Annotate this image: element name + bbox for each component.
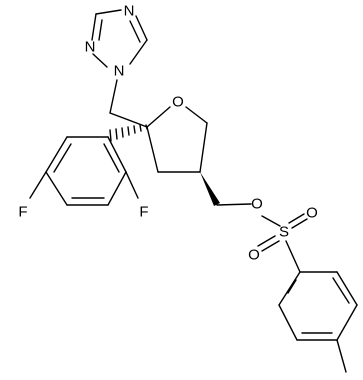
bond-tol-c1-c2-inner (287, 279, 297, 294)
bond-n1-n2 (92, 53, 108, 68)
bond-ar-c2-f (125, 171, 139, 199)
atom-o-sulfonyl-right: O (306, 205, 318, 222)
bond-c5-n1 (129, 39, 148, 65)
bond-ar-c1-c2 (107, 136, 127, 173)
atom-s-sulfonyl: S (279, 224, 289, 241)
bond-s-aryl (285, 240, 301, 273)
bond-o-s (261, 215, 281, 227)
atom-n-triazole-left: N (85, 39, 96, 56)
bond-s-o-right-2 (291, 218, 308, 229)
bond-s-o-left-1 (257, 235, 276, 247)
bond-c2-c3 (199, 122, 208, 173)
bond-tol-methyl (336, 339, 347, 373)
bold-wedge-ch2 (200, 172, 220, 206)
bond-c5-o (146, 106, 171, 128)
bond-ar-c5-c6 (45, 136, 68, 173)
triazole-ring (91, 9, 148, 68)
bond-tol-c2-c3 (278, 304, 298, 341)
bond-s-o-right-1 (288, 213, 305, 224)
bond-n4-c5-inner (129, 20, 141, 43)
tolyl-ring (278, 271, 358, 373)
atom-n-triazole-attach: N (114, 63, 125, 80)
atom-n-triazole-top: N (124, 3, 135, 20)
bond-tol-c4-c5 (336, 304, 358, 341)
atom-o-ester: O (251, 196, 263, 213)
thf-ring (146, 106, 208, 173)
bond-ar-c1-c2-inner (103, 143, 120, 173)
bond-ar-c2-c3 (107, 171, 127, 206)
hashed-wedge-aryl (109, 124, 148, 142)
bond-ar-c4-c5 (45, 171, 68, 206)
atom-f-ortho: F (139, 204, 148, 221)
bond-ar-c4-f (29, 171, 47, 199)
bond-ch2-o (216, 203, 252, 206)
atom-o-ring: O (172, 94, 184, 111)
atom-f-para: F (18, 204, 27, 221)
bond-s-o-left-2 (261, 240, 280, 252)
bond-n2-c3-inner (98, 19, 103, 41)
bond-tol-c1-c2 (278, 271, 301, 306)
bond-c4-c5 (146, 126, 159, 173)
atom-o-sulfonyl-left: O (248, 247, 260, 264)
bond-o-c2 (185, 106, 208, 124)
bond-ch2-c5thf (109, 112, 148, 128)
bond-n4-c5 (135, 15, 148, 41)
bond-tol-c5-c6-inner (332, 277, 350, 304)
bond-n1-ch2 (109, 79, 118, 114)
bond-c3-n4 (95, 9, 122, 15)
difluorophenyl-ring (29, 136, 139, 206)
bond-n2-c3 (91, 13, 97, 41)
bond-tol-c5-c6 (336, 271, 358, 306)
bond-ar-c5-c6-inner (53, 143, 72, 173)
